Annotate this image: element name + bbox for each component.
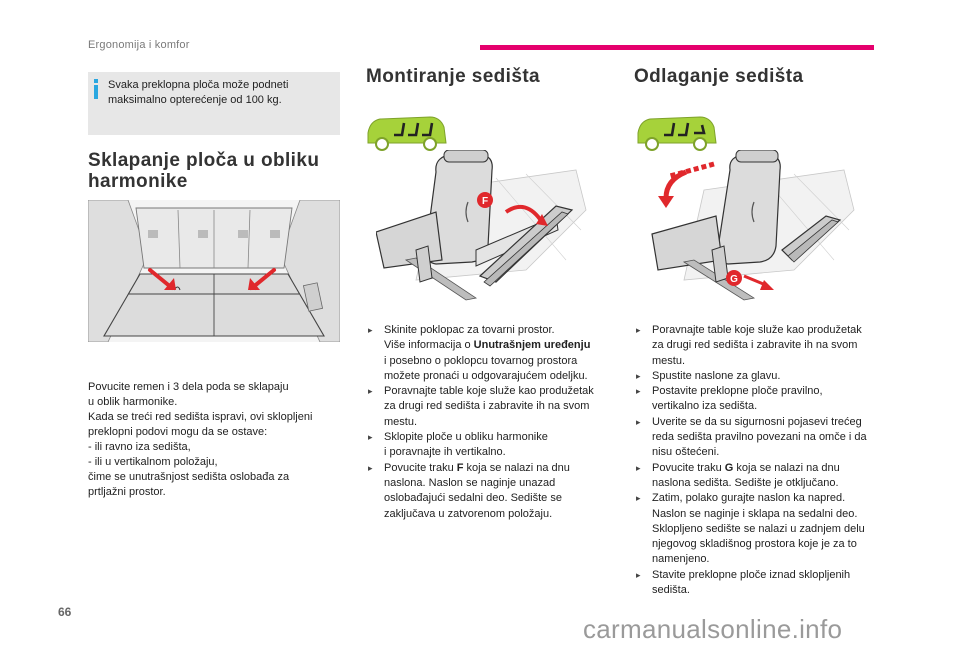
text-line: čime se unutrašnjost sedišta oslobađa za xyxy=(88,471,290,483)
bullet-marker-icon: ▸ xyxy=(636,325,641,335)
step-line: Spustite naslone za glavu. xyxy=(652,369,781,382)
heading-line: harmonike xyxy=(88,171,188,192)
step-line: Više informacija o Unutrašnjem uređenju xyxy=(384,339,591,352)
step-line: mestu. xyxy=(384,415,418,428)
step-line: sedišta. xyxy=(652,584,690,597)
step-line: i posebno o poklopcu tovarnog prostora xyxy=(384,354,578,367)
text-line: Povucite remen i 3 dela poda se sklapaju xyxy=(88,381,289,393)
page-number: 66 xyxy=(58,605,72,619)
callout-f: F xyxy=(482,196,488,207)
step-item: ▸ Skinite poklopac za tovarni prostor. Viš… xyxy=(368,323,614,384)
step-line: naslona sedišta. Sedište je otključano. xyxy=(652,476,839,489)
info-icon xyxy=(94,79,98,99)
step-line: oslobađajući sedalni deo. Sedište se xyxy=(384,492,562,505)
bullet-marker-icon: ▸ xyxy=(368,432,373,443)
bullet-marker-icon: ▸ xyxy=(636,416,641,427)
step-line: reda sedišta pravilno povezani na omče i… xyxy=(652,431,867,444)
seat-installation-steps: ▸ Skinite poklopac za tovarni prostor. Viš… xyxy=(368,323,614,522)
text-line: Kada se treći red sedišta ispravi, ovi s… xyxy=(88,411,313,423)
step-line: Povucite traku F koja se nalazi na dnu xyxy=(384,461,570,474)
bullet-marker-icon: ▸ xyxy=(636,386,641,397)
bullet-marker-icon: ▸ xyxy=(636,569,641,580)
step-line: njegovog skladišnog prostora koje je za … xyxy=(652,538,857,551)
accordion-instructions: Povucite remen i 3 dela poda se sklapaju… xyxy=(88,380,340,500)
step-line: Postavite preklopne ploče pravilno, xyxy=(652,385,823,398)
info-text: Svaka preklopna ploča može podneti maksi… xyxy=(108,78,334,108)
heading-seat-installation: Montiranje sedišta xyxy=(366,66,541,87)
step-line: Naslon se naginje i sklapa na sedalni de… xyxy=(652,507,858,520)
car-seating-icon xyxy=(367,116,447,151)
section-accent-bar xyxy=(480,45,874,50)
step-line: možete pronaći u odgovarajućem odeljku. xyxy=(384,369,588,382)
step-item: ▸ Poravnajte table koje služe kao produže… xyxy=(368,384,614,430)
bullet-marker-icon: ▸ xyxy=(368,462,373,473)
info-line: maksimalno opterećenje od 100 kg. xyxy=(108,94,282,106)
step-line: za drugi red sedišta i zabravite ih na s… xyxy=(652,339,858,352)
bullet-marker-icon: ▸ xyxy=(368,386,373,397)
info-box xyxy=(88,72,340,135)
step-line: nisu oštećeni. xyxy=(652,446,720,459)
step-item: ▸ Povucite traku G koja se nalazi na dnu n… xyxy=(636,461,894,492)
step-line: Uverite se da su sigurnosni pojasevi tre… xyxy=(652,415,862,428)
seat-storage-steps: ▸ Poravnajte table koje služe kao produže… xyxy=(636,323,894,598)
step-item: ▸ Poravnajte table koje služe kao produže… xyxy=(636,323,894,369)
step-line: Poravnajte table koje služe kao produžet… xyxy=(384,385,594,398)
trunk-floor-illustration xyxy=(88,200,340,342)
text-line: - ili u vertikalnom položaju, xyxy=(88,456,218,468)
step-item: ▸ Uverite se da su sigurnosni pojasevi tr… xyxy=(636,415,894,461)
step-line: namenjeno. xyxy=(652,553,710,566)
step-item: ▸ Stavite preklopne ploče iznad sklopljen… xyxy=(636,568,894,599)
callout-g: G xyxy=(730,274,738,285)
bullet-marker-icon: ▸ xyxy=(636,493,641,504)
step-item: ▸ Postavite preklopne ploče pravilno, vert… xyxy=(636,384,894,415)
info-line: Svaka preklopna ploča može podneti xyxy=(108,79,289,91)
step-line: za drugi red sedišta i zabravite ih na s… xyxy=(384,400,590,413)
bullet-marker-icon: ▸ xyxy=(636,462,641,473)
section-title: Ergonomija i komfor xyxy=(88,39,190,51)
bullet-marker-icon: ▸ xyxy=(636,370,641,381)
step-line: Zatim, polako gurajte naslon ka napred. xyxy=(652,492,846,505)
bullet-marker-icon: ▸ xyxy=(368,325,373,335)
step-line: vertikalno iza sedišta. xyxy=(652,400,758,413)
seat-install-illustration: F xyxy=(376,150,587,301)
step-item: ▸ Povucite traku F koja se nalazi na dnu n… xyxy=(368,461,614,522)
seat-storage-illustration: G xyxy=(651,150,855,301)
heading-seat-storage: Odlaganje sedišta xyxy=(634,66,804,87)
watermark: carmanualsonline.info xyxy=(583,614,843,644)
step-item: ▸ Spustite naslone za glavu. xyxy=(636,369,894,384)
step-line: i poravnajte ih vertikalno. xyxy=(384,446,506,459)
car-seating-icon xyxy=(637,116,717,151)
step-line: Sklopljeno sedište se nalazi u zadnjem d… xyxy=(652,522,865,535)
heading-accordion-folding: Sklapanje ploča u obliku harmonike xyxy=(88,150,338,192)
step-line: Skinite poklopac za tovarni prostor. xyxy=(384,324,555,336)
heading-line: Sklapanje ploča u obliku xyxy=(88,150,320,171)
text-line: u oblik harmonike. xyxy=(88,396,178,408)
step-item: ▸ Zatim, polako gurajte naslon ka napred.… xyxy=(636,491,894,567)
text-line: prtljažni prostor. xyxy=(88,486,166,498)
step-line: naslona. Naslon se naginje unazad xyxy=(384,476,556,489)
step-item: ▸ Sklopite ploče u obliku harmonike i pora… xyxy=(368,430,614,461)
step-line: mestu. xyxy=(652,354,686,367)
step-line: Povucite traku G koja se nalazi na dnu xyxy=(652,461,840,474)
step-line: Poravnajte table koje služe kao produžet… xyxy=(652,324,862,336)
step-line: zaključava u zatvorenom položaju. xyxy=(384,507,553,520)
step-line: Stavite preklopne ploče iznad sklopljeni… xyxy=(652,568,851,581)
text-line: preklopni podovi mogu da se ostave: xyxy=(88,426,268,438)
step-line: Sklopite ploče u obliku harmonike xyxy=(384,431,548,444)
text-line: - ili ravno iza sedišta, xyxy=(88,441,191,453)
